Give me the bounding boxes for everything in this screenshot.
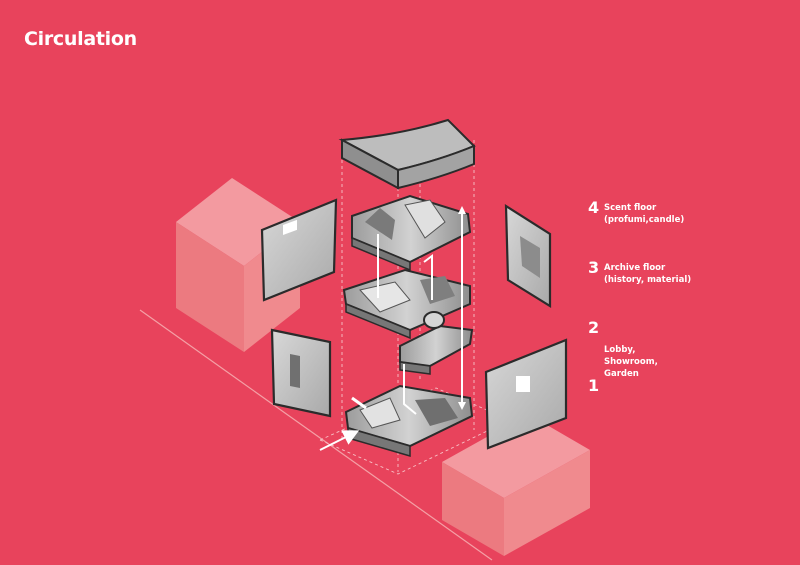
wall-panel-lower-left [270, 328, 332, 418]
wall-panel-upper-left [260, 198, 338, 302]
floor-1-line-1: Lobby, [604, 345, 636, 355]
floor-4-number: 4 [588, 198, 600, 217]
path-arrow-top [458, 206, 466, 214]
entrance-arrow-main [319, 430, 360, 451]
floor-4-line-1: Scent floor [604, 203, 657, 213]
path-arrow-bottom [458, 402, 466, 410]
floor-1-slab [344, 384, 474, 457]
page-title: Circulation [24, 28, 137, 50]
floor-3-number: 3 [588, 258, 600, 277]
floor-2-slab [399, 311, 474, 375]
floor-3-line-1: Archive floor [604, 263, 666, 273]
floor-1-line-2: Showroom, [604, 357, 658, 367]
roof-slab [338, 118, 476, 190]
floor-4-slab [351, 194, 472, 272]
floor-4-line-2: (profumi,candle) [604, 215, 685, 225]
floor-3-line-2: (history, material) [604, 275, 692, 285]
wall-panel-upper-right [504, 203, 552, 308]
floor-2-number: 2 [588, 318, 600, 337]
site-boundary-line [139, 309, 493, 561]
wall-panel-lower-right [484, 338, 568, 450]
circulation-path [377, 212, 463, 415]
floor-1-line-3: Garden [604, 369, 639, 379]
floor-1-number: 1 [588, 376, 600, 395]
entrance-arrow-side [351, 396, 367, 410]
context-volume-right [442, 414, 590, 556]
